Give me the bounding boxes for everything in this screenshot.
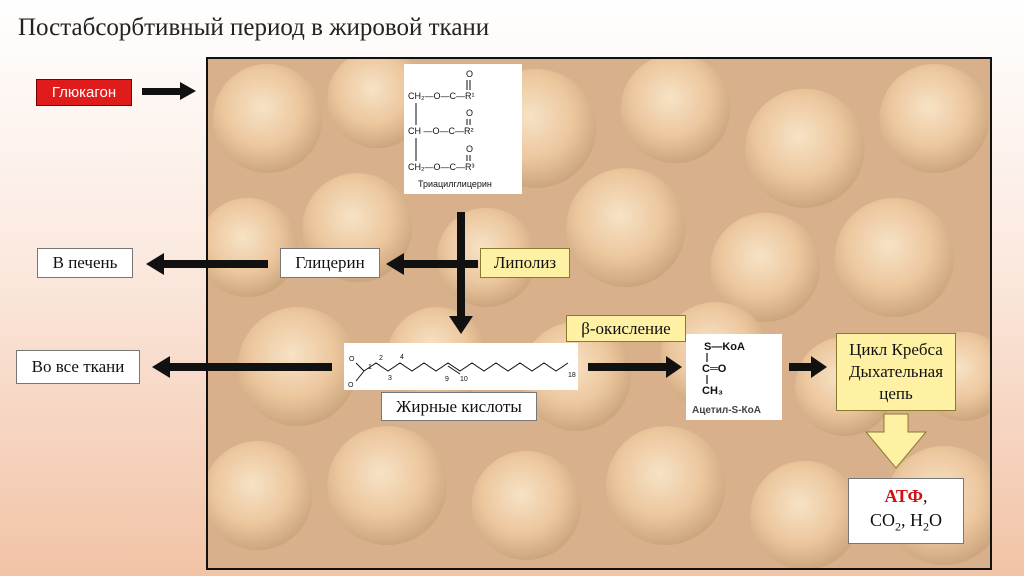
fa-o-top: O: [349, 356, 355, 363]
triacylglycerol-structure: O CH₂—O—C—R¹ O CH —O—C—R² O CH₂—O—C—R³ Т…: [404, 64, 522, 194]
lipolysis-box: Липолиз: [480, 248, 570, 278]
tag-row-2: CH —O—C—R²: [408, 126, 474, 136]
atp-comma: ,: [923, 485, 928, 506]
krebs-line-2: Дыхательная: [848, 362, 944, 381]
tag-row-3: CH₂—O—C—R³: [408, 162, 475, 172]
fa-carbon-10: 10: [460, 376, 468, 383]
fa-carbon-3: 3: [388, 375, 392, 382]
co2-h2o-line: CO2, H2O: [870, 508, 942, 539]
arrow-glucagon-to-tissue: [142, 82, 196, 100]
to-liver-box: В печень: [37, 248, 133, 278]
co2-subscript: 2: [895, 519, 901, 534]
fa-carbon-9: 9: [445, 376, 449, 383]
fa-carbon-2: 2: [379, 355, 383, 362]
triacylglycerol-drawing: O CH₂—O—C—R¹ O CH —O—C—R² O CH₂—O—C—R³ Т…: [408, 69, 492, 189]
glycerol-box: Глицерин: [280, 248, 380, 278]
atp-line: АТФ,: [885, 484, 928, 508]
acetyl-name: Ацетил-S-КоА: [692, 405, 761, 416]
to-all-tissues-box: Во все ткани: [16, 350, 140, 384]
fa-o-bottom: O: [348, 382, 354, 389]
fa-carbon-1: 1: [368, 364, 372, 371]
tag-o-top-3: O: [466, 144, 473, 154]
h2o-subscript: 2: [923, 519, 929, 534]
tag-row-1: CH₂—O—C—R¹: [408, 91, 475, 101]
adipose-tissue-image: [206, 57, 992, 570]
o-label: O: [929, 509, 942, 530]
krebs-cycle-box: Цикл Кребса Дыхательная цепь: [836, 333, 956, 411]
co-label: CO: [869, 509, 895, 530]
fatty-acids-box: Жирные кислоты: [381, 392, 537, 421]
tag-o-top-2: O: [466, 108, 473, 118]
acetyl-ch3: CH₃: [702, 385, 723, 397]
h-label: , H: [901, 509, 923, 530]
tag-name: Триацилглицерин: [418, 179, 492, 189]
glucagon-label: Глюкагон: [36, 79, 132, 106]
products-box: АТФ, CO2, H2O: [848, 478, 964, 544]
fa-carbon-4: 4: [400, 354, 404, 361]
acetyl-coa-drawing: S—KoA C═O CH₃ Ацетил-S-КоА: [692, 341, 761, 416]
fatty-acid-structure: O O 1 2 3 4 9 10 18: [344, 343, 578, 390]
atp-label: АТФ: [884, 485, 924, 506]
beta-oxidation-box: β-окисление: [566, 315, 686, 342]
acetyl-coa-structure: S—KoA C═O CH₃ Ацетил-S-КоА: [686, 334, 782, 420]
fatty-acid-drawing: O O 1 2 3 4 9 10 18: [348, 354, 576, 389]
krebs-line-3: цепь: [879, 384, 913, 403]
page-title: Постабсорбтивный период в жировой ткани: [18, 14, 490, 41]
acetyl-s-koa: S—KoA: [704, 341, 745, 353]
fa-carbon-18: 18: [568, 372, 576, 379]
krebs-line-1: Цикл Кребса: [849, 340, 943, 359]
tag-o-top-1: O: [466, 69, 473, 79]
acetyl-c-o: C═O: [702, 363, 727, 375]
